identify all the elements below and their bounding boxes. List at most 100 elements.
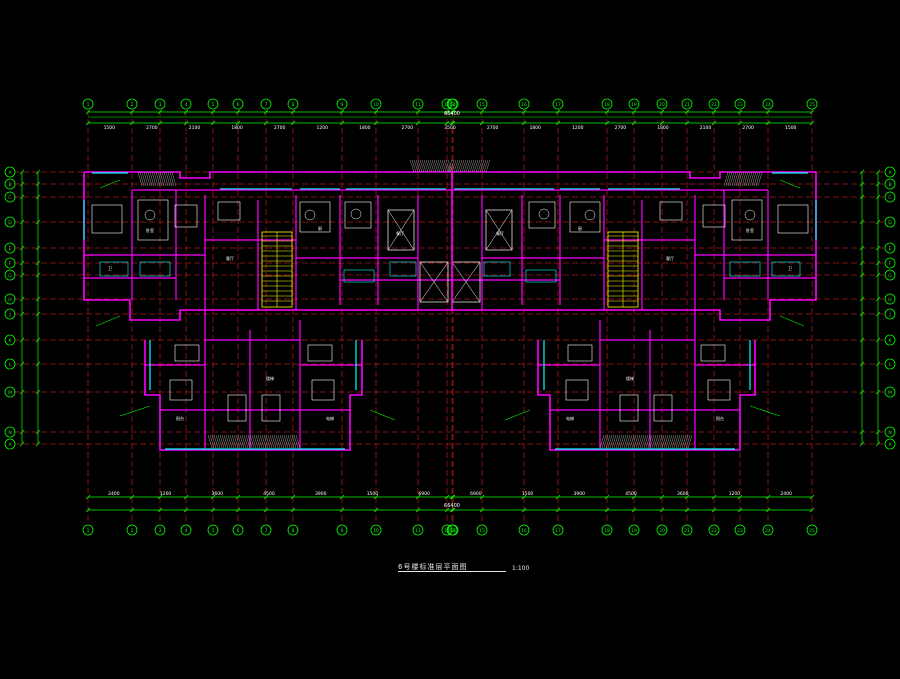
hatch-a-11 (159, 171, 165, 187)
room-box-3 (389, 261, 417, 277)
axis-bubble-left-label-8: J (8, 312, 10, 318)
dim-tick-bottom-1-0 (85, 507, 91, 513)
dim-tick-top-1-10 (415, 120, 421, 126)
axis-bubble-right-label-10: L (889, 362, 892, 368)
dim-tick-left-1-11 (35, 389, 41, 395)
hatch-a-2 (753, 171, 759, 187)
dim-tick-left-1-8 (35, 311, 41, 317)
dim-tick-bottom-1-3 (183, 507, 189, 513)
room-tag-right-6: 电梯 (566, 415, 574, 421)
axis-bubble-top-8 (336, 98, 348, 110)
dim-tick-right-0-6 (875, 272, 881, 278)
hatch-b-2 (413, 159, 419, 173)
lower-furniture-1 (619, 394, 639, 422)
hatch-b-0 (485, 159, 491, 173)
axis-bubble-bottom-label-14: 15 (479, 528, 485, 534)
balcony-hatch-8 (671, 434, 677, 449)
dim-tick-left-1-3 (35, 219, 41, 225)
axis-bubble-bottom-10 (412, 524, 424, 536)
furniture-0 (137, 199, 169, 241)
dim-tick-left-1-4 (35, 245, 41, 251)
drawing-title: 6号楼标准层平面图 (398, 563, 468, 571)
balcony-hatch-2 (211, 434, 217, 449)
elevator-x-4 (419, 261, 449, 303)
axis-bubbles: 1122334455667788991010111112121313141415… (4, 98, 896, 536)
kitchen-counter-1 (700, 344, 726, 362)
dim-top-text-3: 1800 (231, 125, 243, 131)
leader-2 (369, 409, 396, 421)
hatch-a-5 (147, 171, 153, 187)
axis-bubble-right-9 (884, 334, 896, 346)
dim-top-text-13: 1800 (657, 125, 669, 131)
hatch-b-17 (443, 159, 449, 173)
axis-bubble-top-label-0: 1 (87, 102, 90, 108)
axis-bubble-bottom-5 (232, 524, 244, 536)
dim-tick-bottom-0-9 (373, 494, 379, 500)
balcony-hatch-3 (681, 434, 687, 449)
dim-tick-bottom-1-16 (555, 507, 561, 513)
leader-0 (779, 315, 805, 327)
hatch-a-10 (737, 171, 743, 187)
dim-tick-bottom-1-1 (129, 507, 135, 513)
balcony-hatch-36 (615, 434, 621, 449)
axis-bubble-top-14 (476, 98, 488, 110)
axis-bubble-left-5 (4, 257, 16, 269)
dim-tick-top-0-16 (555, 109, 561, 115)
lower-furniture-2 (169, 379, 193, 401)
table-0 (744, 209, 756, 221)
hatch-b-16 (453, 159, 459, 173)
balcony-hatch-5 (217, 434, 223, 449)
axis-bubble-bottom-9 (370, 524, 382, 536)
hatch-b-18 (449, 159, 455, 173)
dim-tick-top-1-18 (631, 120, 637, 126)
balcony-hatch-11 (229, 434, 235, 449)
dim-tick-top-1-22 (737, 120, 743, 126)
axis-bubble-bottom-15 (518, 524, 530, 536)
balcony-hatch-40 (287, 434, 293, 449)
lower-furniture-3 (565, 379, 589, 401)
hatch-a-13 (731, 171, 737, 187)
axis-bubble-bottom-23 (762, 524, 774, 536)
elevator-x-4 (451, 261, 481, 303)
axis-bubble-bottom-24 (806, 524, 818, 536)
balcony-hatch-0 (687, 434, 693, 449)
axis-bubble-bottom-label-24: 25 (809, 528, 815, 534)
axis-bubble-left-3 (4, 216, 16, 228)
dim-top-text-16: 1500 (785, 125, 797, 131)
axis-bubble-left-label-7: H (8, 297, 11, 303)
axis-bubble-bottom-22 (734, 524, 746, 536)
balcony-hatch-19 (649, 434, 655, 449)
axis-bubble-bottom-18 (628, 524, 640, 536)
axis-bubble-bottom-label-16: 17 (555, 528, 561, 534)
hatch-a-4 (749, 171, 755, 187)
axis-bubble-left-11 (4, 386, 16, 398)
balcony-hatch-27 (633, 434, 639, 449)
axis-bubble-top-label-1: 2 (131, 102, 134, 108)
dim-tick-top-0-6 (263, 109, 269, 115)
dim-tick-bottom-0-12 (449, 494, 455, 500)
hatch-b-9 (427, 159, 433, 173)
balcony-hatch-30 (267, 434, 273, 449)
dim-tick-right-1-13 (859, 441, 865, 447)
table-1 (584, 209, 596, 221)
hatch-b-14 (437, 159, 443, 173)
hatch-b-1 (483, 159, 489, 173)
dim-tick-left-1-1 (35, 181, 41, 187)
hatch-b-12 (461, 159, 467, 173)
hatch-a-7 (151, 171, 157, 187)
furniture-0 (731, 199, 763, 241)
axis-bubble-top-label-3: 4 (185, 102, 188, 108)
balcony-hatch-44 (599, 434, 605, 449)
hatch-b-5 (475, 159, 481, 173)
hatch-a-0 (137, 171, 143, 187)
balcony-hatch-38 (611, 434, 617, 449)
dim-bottom-text-1: 1200 (160, 491, 172, 497)
hatch-a-8 (153, 171, 159, 187)
dim-tick-top-0-0 (85, 109, 91, 115)
axis-bubble-bottom-19 (656, 524, 668, 536)
elevator-shaft-1 (387, 209, 415, 251)
kitchen-counter-2 (307, 344, 333, 362)
axis-bubble-top-label-4: 5 (212, 102, 215, 108)
balcony-hatch-15 (237, 434, 243, 449)
